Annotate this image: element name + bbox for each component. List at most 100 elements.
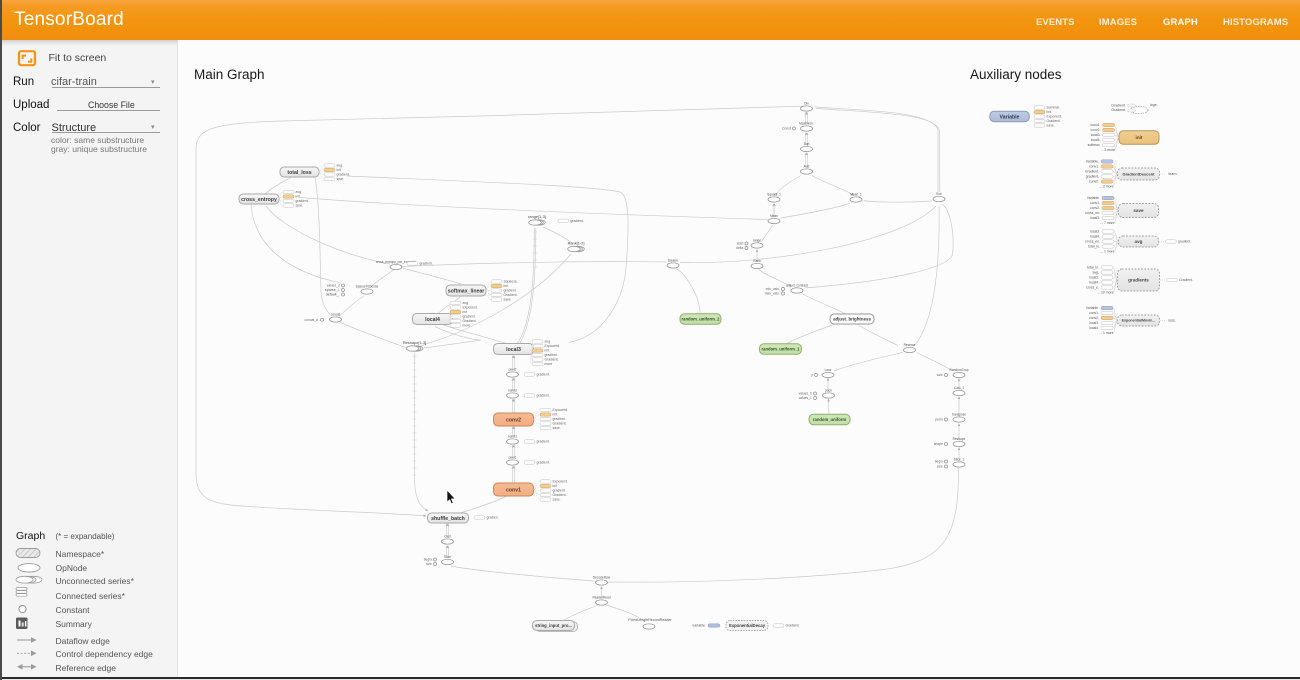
svg-text:gradients: gradients [1128, 278, 1149, 283]
svg-text:init: init [1136, 135, 1143, 140]
svg-text:conv1.: conv1. [1090, 201, 1100, 205]
svg-text:gradient.: gradient. [1086, 175, 1099, 179]
svg-text:default_.: default_. [326, 293, 340, 297]
svg-text:Gradient.: Gradient. [1111, 108, 1126, 112]
svg-text:Gradient.: Gradient. [553, 422, 567, 426]
svg-text:cross_entropy: cross_entropy [241, 197, 277, 203]
svg-text:local3.: local3. [1091, 133, 1101, 137]
svg-text:avg: avg [463, 301, 469, 305]
svg-text:... 2 more: ... 2 more [1099, 185, 1113, 189]
svg-text:y: y [811, 373, 813, 377]
svg-text:... 1 more: ... 1 more [1099, 331, 1113, 335]
svg-text:size: size [937, 465, 943, 469]
svg-text:size: size [426, 562, 432, 566]
svg-text:gradient.: gradient. [537, 373, 550, 377]
svg-text:avg: avg [1135, 239, 1143, 244]
svg-text:save: save [1133, 208, 1144, 213]
svg-text:... 7 more: ... 7 more [1100, 221, 1114, 225]
svg-text:Gradient.: Gradient. [463, 319, 477, 323]
svg-text:Variable.: Variable. [1087, 196, 1100, 200]
svg-text:size: size [937, 373, 943, 377]
svg-text:sparse_i.: sparse_i. [325, 288, 340, 292]
svg-text:Exponent.: Exponent. [545, 344, 560, 348]
svg-text:save: save [504, 298, 511, 302]
svg-text:conv2.: conv2. [1089, 316, 1099, 320]
svg-text:Mean: Mean [770, 214, 778, 218]
svg-text:spar.: spar. [296, 204, 303, 208]
svg-text:Variable.: Variable. [1086, 160, 1099, 164]
svg-text:Div: Div [804, 102, 809, 106]
svg-text:gradient.: gradient. [463, 315, 476, 319]
svg-text:shape: shape [934, 442, 943, 446]
svg-text:Gradient.: Gradient. [1179, 278, 1193, 282]
svg-text:avg.: avg. [1093, 271, 1099, 275]
svg-text:Gradient.: Gradient. [545, 358, 559, 362]
svg-text:init: init [504, 284, 508, 288]
svg-text:... 10 more: ... 10 more [1097, 291, 1113, 295]
svg-text:gradient.: gradient. [571, 219, 584, 223]
svg-text:... 2 more: ... 2 more [1101, 148, 1115, 152]
svg-text:save.: save. [553, 498, 561, 502]
svg-text:learn.: learn. [1169, 172, 1178, 176]
svg-text:gradient.: gradient. [537, 461, 550, 465]
svg-text:FixedLengthRecordReader: FixedLengthRecordReader [628, 618, 672, 622]
svg-text:random_uniform_2: random_uniform_2 [682, 316, 721, 321]
svg-text:local3: local3 [506, 347, 521, 353]
svg-text:gradient.: gradient. [553, 417, 566, 421]
svg-text:conv2.: conv2. [1089, 180, 1099, 184]
svg-text:Sqrt: Sqrt [804, 142, 810, 146]
svg-text:random_uniform: random_uniform [813, 417, 847, 422]
svg-text:Cast: Cast [444, 535, 451, 539]
svg-text:GradientDescent: GradientDescent [1122, 171, 1155, 176]
svg-text:avg: avg [545, 340, 551, 344]
svg-text:pool2: pool2 [509, 368, 517, 372]
svg-text:gradient.: gradient. [545, 353, 558, 357]
svg-text:save.: save. [1047, 124, 1055, 128]
svg-text:begin: begin [424, 558, 432, 562]
svg-text:range[1-3]: range[1-3] [528, 214, 546, 219]
svg-text:init: init [553, 413, 557, 417]
svg-text:init: init [545, 349, 549, 353]
svg-text:init: init [337, 168, 341, 172]
svg-text:cross_entropy_per_example: cross_entropy_per_example [376, 260, 416, 264]
svg-text:Gradient.: Gradient. [1111, 104, 1126, 108]
svg-text:shuffle_batch: shuffle_batch [431, 516, 465, 522]
svg-text:concat: concat [331, 313, 341, 317]
svg-text:Square: Square [668, 259, 679, 263]
svg-text:loge.: loge. [1150, 103, 1158, 107]
svg-text:ExponentialMovin...: ExponentialMovin... [1122, 319, 1156, 323]
svg-text:Gradient.: Gradient. [553, 493, 567, 497]
svg-text:pool1: pool1 [509, 456, 517, 460]
svg-text:Rank: Rank [753, 259, 761, 263]
svg-text:adjust_contrast: adjust_contrast [786, 284, 808, 288]
svg-text:random_uniform_1: random_uniform_1 [762, 346, 801, 351]
svg-text:Slice_1: Slice_1 [954, 458, 965, 462]
svg-text:begin: begin [935, 460, 943, 464]
svg-text:Variable: Variable [1000, 114, 1020, 120]
svg-text:Maximum.: Maximum. [799, 122, 814, 126]
svg-text:loss.: loss. [1169, 319, 1176, 323]
svg-text:conv1.: conv1. [1091, 123, 1101, 127]
svg-text:local3.: local3. [1089, 276, 1099, 280]
svg-text:min_valu.: min_valu. [766, 287, 780, 291]
svg-text:Square_1: Square_1 [767, 193, 781, 197]
svg-text:avg: avg [296, 190, 302, 194]
svg-text:Variable.: Variable. [1086, 306, 1099, 310]
svg-text:local4.: local4. [1089, 281, 1099, 285]
svg-text:gradien.: gradien. [487, 516, 499, 520]
svg-text:... 1 more: ... 1 more [1100, 250, 1114, 254]
svg-text:gradient.: gradient. [553, 489, 566, 493]
svg-text:Add: Add [804, 165, 810, 169]
svg-text:avg.: avg. [337, 164, 343, 168]
svg-text:Less: Less [825, 368, 832, 372]
svg-text:total_loss: total_loss [287, 170, 311, 176]
svg-text:values_1: values_1 [799, 396, 812, 400]
svg-text:ExponentialDecay: ExponentialDecay [729, 623, 766, 628]
svg-text:init.: init. [1047, 110, 1052, 114]
svg-text:Slice: Slice [444, 555, 451, 559]
svg-text:Squeeze.: Squeeze. [504, 280, 518, 284]
svg-text:norm2: norm2 [508, 389, 517, 393]
svg-text:conv1.: conv1. [1089, 165, 1099, 169]
svg-text:more: more [463, 324, 471, 328]
svg-text:gradient.: gradient. [537, 394, 550, 398]
